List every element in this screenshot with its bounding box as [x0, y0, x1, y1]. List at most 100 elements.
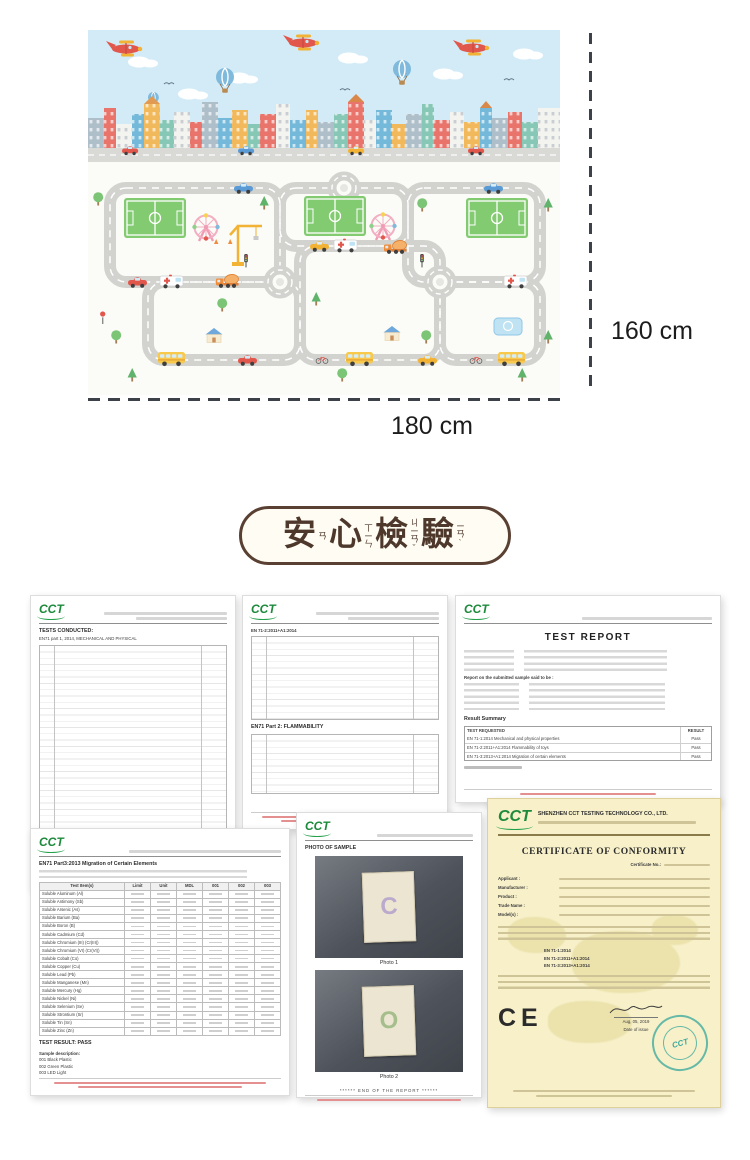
sample-card: C: [361, 870, 417, 943]
value-placeholder: [150, 1002, 177, 1012]
sample-line: 001 Black Plastic: [39, 1057, 72, 1063]
value-placeholder: [176, 946, 203, 956]
value-placeholder: [150, 946, 177, 956]
migration-column-header: 003: [254, 881, 281, 891]
lab-name-block: SHENZHEN CCT TESTING TECHNOLOGY CO., LTD…: [537, 809, 710, 824]
value-placeholder: [124, 994, 151, 1004]
value-placeholder: [176, 970, 203, 980]
migration-row: Soluble Arsenic (As): [39, 905, 281, 915]
value-placeholder: [202, 1002, 229, 1012]
summary-test-name: EN 71-3:2013+A1:2014 Migration of certai…: [465, 752, 681, 761]
value-placeholder: [254, 889, 281, 899]
value-placeholder: [254, 897, 281, 907]
value-placeholder: [254, 970, 281, 980]
value-placeholder: [228, 913, 255, 923]
value-placeholder: [176, 994, 203, 1004]
pool-icon: [493, 317, 523, 336]
report-header: CCT: [462, 603, 712, 624]
value-placeholder: [124, 1002, 151, 1012]
soccer-field-icon: [465, 197, 529, 239]
certificate-footer-placeholder: [498, 1085, 710, 1097]
label-column-placeholder: [464, 649, 514, 672]
roundabouts: [263, 171, 457, 299]
value-placeholder: [254, 962, 281, 972]
sample-line: 003 LED Light: [39, 1069, 67, 1075]
migration-column-header: MDL: [176, 881, 203, 891]
value-placeholder: [202, 1018, 229, 1028]
soccer-field-icon: [303, 195, 367, 237]
migration-row: Soluble Boron (B): [39, 921, 281, 931]
badge-character-glyph: 心: [329, 516, 362, 553]
value-placeholder: [254, 913, 281, 923]
report-header: CCT: [37, 603, 227, 624]
issue-date: Aug, 05, 2019: [614, 1017, 658, 1025]
value-placeholder: [228, 889, 255, 899]
text-line: [512, 1089, 696, 1092]
report-footer-placeholder: [39, 1077, 281, 1088]
flammability-heading: EN71 Part 2: FLAMMABILITY: [251, 724, 324, 731]
element-name: Soluble Manganese (Mn): [39, 978, 125, 988]
height-dimension-line: [589, 33, 592, 390]
value-placeholder: [150, 954, 177, 964]
value-placeholder: [176, 1018, 203, 1028]
field-label: Applicant :: [498, 875, 521, 881]
paragraph-placeholder: [498, 925, 710, 942]
value-placeholder: [228, 1018, 255, 1028]
result-summary-heading: Result Summary: [464, 716, 506, 723]
value-placeholder: [124, 1018, 151, 1028]
value-placeholder: [150, 905, 177, 915]
value-placeholder: [228, 897, 255, 907]
signature-icon: [609, 1005, 663, 1014]
summary-col-result: RESULT: [687, 727, 705, 733]
result-summary-table: TEST REQUESTED RESULT EN 71-1:2014 Mecha…: [464, 725, 712, 762]
migration-row: Soluble Barium (Ba): [39, 913, 281, 923]
field-label: Manufacturer :: [498, 884, 528, 890]
field-value-placeholder: [559, 913, 710, 917]
field-label: Trade Name :: [498, 902, 525, 908]
cct-logo: CCT: [249, 603, 277, 620]
element-name: Soluble Lead (Pb): [39, 970, 125, 980]
value-placeholder: [202, 937, 229, 948]
report-header: CCT: [303, 820, 473, 841]
value-placeholder: [124, 946, 151, 956]
summary-row: EN 71-1:2014 Mechanical and physical pro…: [465, 734, 711, 743]
sample-description-heading: Sample description:: [39, 1050, 81, 1056]
summary-row: EN 71-3:2013+A1:2014 Migration of certai…: [465, 751, 711, 761]
value-placeholder: [176, 897, 203, 907]
method-text-placeholder: [39, 869, 248, 878]
badge-text: 安 ㄢ 心 ㄒㄧㄣ 檢 ㄐㄧㄢˇ 驗 ㄧㄢˋ: [283, 518, 467, 553]
certificate-field-row: Product :: [498, 894, 710, 900]
summary-header-row: TEST REQUESTED RESULT: [465, 726, 711, 735]
value-placeholder: [254, 1026, 281, 1036]
cct-logo: CCT: [496, 808, 533, 830]
photo-caption: Photo 1: [379, 959, 399, 966]
migration-row: Soluble Cobalt (Co): [39, 954, 281, 964]
badge-character-glyph: 安: [283, 516, 316, 553]
value-placeholder: [254, 946, 281, 956]
element-name: Soluble Tin (Sn): [39, 1018, 125, 1028]
value-placeholder: [254, 978, 281, 988]
test-report-summary: CCT TEST REPORT Report on the submitted …: [455, 595, 721, 803]
value-placeholder: [228, 929, 255, 939]
migration-table-body: Soluble Aluminum (Al) Soluble Antimony (…: [39, 889, 281, 1036]
value-placeholder: [254, 1010, 281, 1020]
certificate-number-row: Certificate No.:: [498, 862, 710, 868]
value-placeholder: [176, 921, 203, 931]
value-placeholder: [228, 937, 255, 948]
birds-icon: [163, 78, 515, 91]
header-text-placeholder: [70, 612, 227, 620]
value-placeholder: [228, 1026, 255, 1036]
cct-logo: CCT: [303, 820, 331, 837]
value-placeholder: [124, 986, 151, 996]
signature-placeholder: [464, 766, 522, 769]
migration-row: Soluble Manganese (Mn): [39, 978, 281, 988]
field-value-placeholder: [559, 904, 710, 908]
cct-logo: CCT: [37, 836, 65, 853]
migration-column-header: 001: [202, 881, 229, 891]
value-placeholder: [228, 921, 255, 931]
certificate-field-row: Applicant :: [498, 876, 710, 882]
value-placeholder: [150, 897, 177, 907]
migration-row: Soluble Chromium (III) (Cr(III)): [39, 937, 281, 948]
